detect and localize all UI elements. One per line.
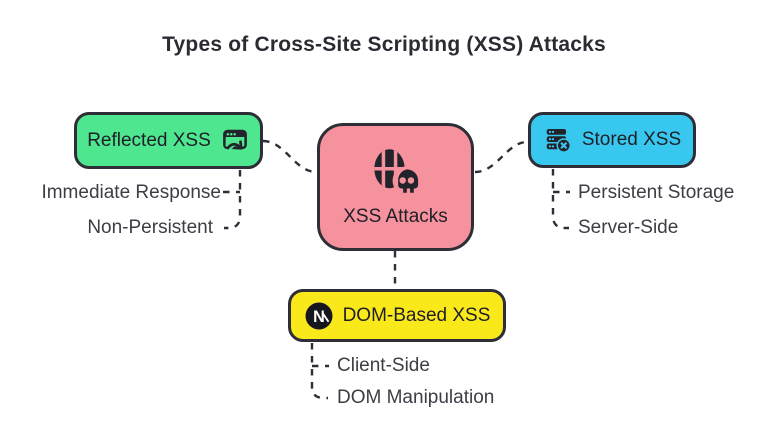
node-stored-xss: Stored XSS xyxy=(528,112,696,168)
node-xss-attacks: XSS Attacks xyxy=(317,123,474,251)
web-skull-icon xyxy=(367,146,425,198)
connector-stored-drop xyxy=(551,169,569,230)
page-title: Types of Cross-Site Scripting (XSS) Atta… xyxy=(162,33,606,56)
sublabel-server-side: Server-Side xyxy=(578,217,679,238)
stored-node-label: Stored XSS xyxy=(581,129,682,150)
connector-reflected-center xyxy=(262,139,317,174)
node-reflected-xss: Reflected XSS xyxy=(74,112,263,169)
connector-dom-drop xyxy=(310,343,328,400)
n-logo-icon: N xyxy=(304,301,334,331)
sublabel-dom-manipulation: DOM Manipulation xyxy=(337,387,495,408)
connector-center-stored xyxy=(474,140,528,174)
sublabel-client-side: Client-Side xyxy=(337,355,430,376)
sublabel-immediate-response: Immediate Response xyxy=(41,182,221,203)
svg-text:N: N xyxy=(313,307,325,325)
node-dom-based-xss: N DOM-Based XSS xyxy=(288,289,506,342)
connector-reflected-drop xyxy=(224,170,242,230)
sublabel-persistent-storage: Persistent Storage xyxy=(578,182,735,203)
reflected-node-label: Reflected XSS xyxy=(87,129,211,151)
center-node-label: XSS Attacks xyxy=(343,206,448,227)
dom-node-label: DOM-Based XSS xyxy=(342,304,491,326)
sublabel-non-persistent: Non-Persistent xyxy=(87,217,213,238)
server-error-icon xyxy=(543,125,573,155)
browser-redirect-icon xyxy=(220,126,250,156)
